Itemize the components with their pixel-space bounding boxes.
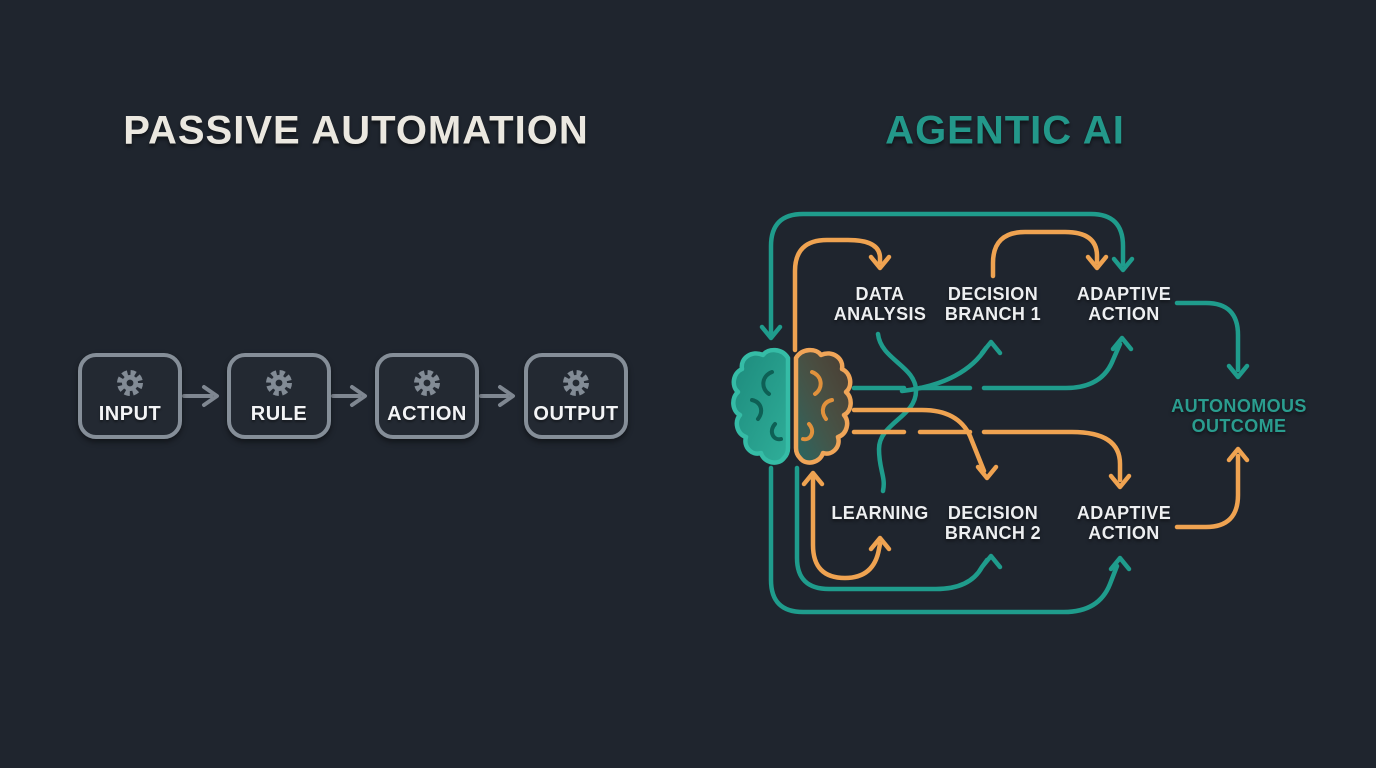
passive-title: PASSIVE AUTOMATION — [123, 108, 589, 153]
label-line: OUTCOME — [1191, 416, 1287, 436]
label-adaptive-action-top: ADAPTIVE ACTION — [1077, 284, 1171, 324]
gear-icon — [563, 369, 589, 396]
label-line: BRANCH 1 — [944, 304, 1042, 324]
node-label: ACTION — [387, 402, 467, 425]
label-line: DATA — [855, 284, 905, 304]
node-label: INPUT — [98, 402, 162, 425]
label-line: BRANCH 2 — [944, 523, 1042, 543]
label-autonomous-outcome: AUTONOMOUS OUTCOME — [1171, 396, 1307, 436]
label-learning: LEARNING — [831, 503, 928, 523]
agentic-title: AGENTIC AI — [885, 108, 1125, 153]
label-line: ADAPTIVE — [1076, 503, 1172, 523]
node-input: INPUT — [78, 353, 182, 439]
gear-icon — [266, 369, 292, 396]
brain-icon — [731, 347, 853, 465]
label-line: ACTION — [1088, 523, 1160, 543]
gear-icon — [414, 369, 440, 396]
label-decision-branch-2: DECISION BRANCH 2 — [945, 503, 1041, 543]
label-line: ACTION — [1088, 304, 1160, 324]
label-line: AUTONOMOUS — [1171, 396, 1307, 416]
label-decision-branch-1: DECISION BRANCH 1 — [945, 284, 1041, 324]
node-action: ACTION — [375, 353, 479, 439]
label-line: ANALYSIS — [833, 304, 927, 324]
label-line: ADAPTIVE — [1076, 284, 1172, 304]
label-line: DECISION — [947, 284, 1039, 304]
label-line: DECISION — [947, 503, 1039, 523]
gear-icon — [117, 369, 143, 396]
label-line: LEARNING — [831, 503, 929, 523]
node-rule: RULE — [227, 353, 331, 439]
node-output: OUTPUT — [524, 353, 628, 439]
node-label: RULE — [250, 402, 308, 425]
label-data-analysis: DATA ANALYSIS — [834, 284, 927, 324]
label-adaptive-action-bottom: ADAPTIVE ACTION — [1077, 503, 1171, 543]
node-label: OUTPUT — [533, 402, 619, 425]
